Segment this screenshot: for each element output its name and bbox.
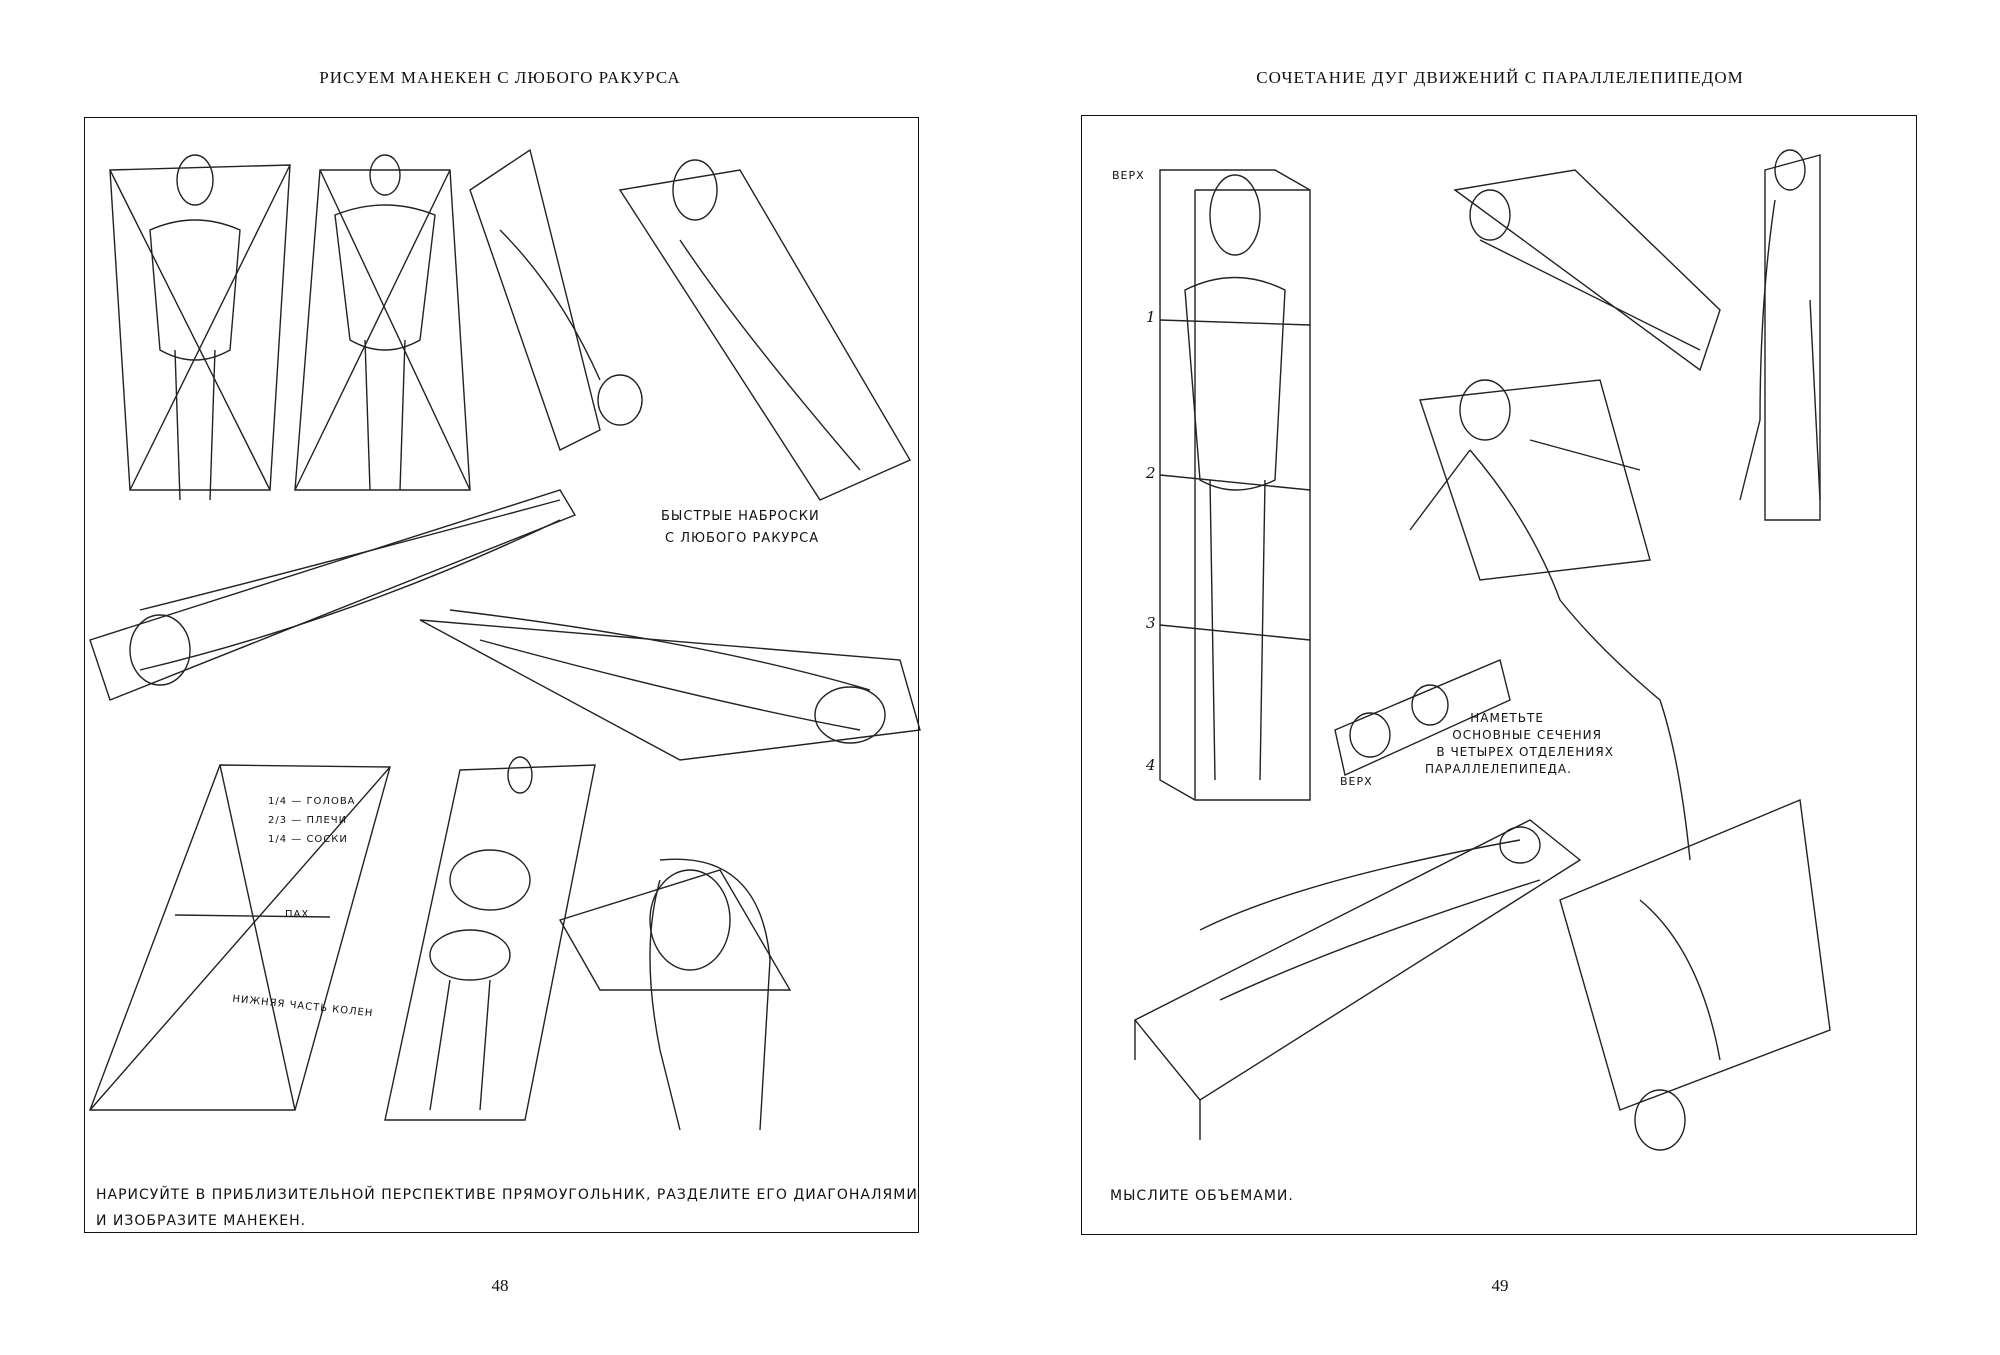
head-label: голова	[306, 796, 356, 807]
division-3: 3	[1146, 614, 1156, 632]
right-page-number: 49	[1491, 1276, 1509, 1295]
annotation-line: параллелепипеда.	[1425, 762, 1572, 776]
shoulders-label: плечи	[306, 815, 348, 826]
annotation-line: наметьте	[1470, 711, 1544, 725]
left-page-header: Рисуем манекен с любого ракурса	[319, 68, 681, 87]
top-label: верх	[1112, 169, 1145, 182]
right-illustration-frame	[1081, 115, 1917, 1235]
groin-label: пах	[285, 909, 310, 920]
fraction-label: 2/3	[268, 815, 288, 826]
annotation-line: основные сечения	[1452, 728, 1602, 742]
caption-line: и изобразите манекен.	[96, 1213, 307, 1229]
caption-line: нарисуйте в приблизительной перспективе …	[96, 1187, 918, 1203]
left-caption: нарисуйте в приблизительной перспективе …	[96, 1182, 918, 1234]
sections-annotation: наметьте основные сечения в четырех отде…	[1425, 710, 1614, 778]
proportion-labels: 1/4 — голова 2/3 — плечи 1/4 — соски	[268, 796, 356, 845]
quick-sketches-annotation: быстрые наброски с любого ракурса	[661, 506, 820, 550]
right-caption: мыслите объемами.	[1110, 1188, 1294, 1204]
box-top-label: верх	[1340, 775, 1373, 788]
annotation-line: быстрые наброски	[661, 509, 820, 524]
nipples-label: соски	[306, 834, 348, 845]
fraction-label: 1/4	[268, 796, 288, 807]
annotation-line: с любого ракурса	[665, 531, 820, 546]
division-2: 2	[1146, 464, 1156, 482]
left-page-number: 48	[491, 1276, 509, 1295]
left-illustration-frame	[84, 117, 919, 1233]
annotation-line: в четырех отделениях	[1436, 745, 1614, 759]
fraction-label: 1/4	[268, 834, 288, 845]
division-4: 4	[1146, 756, 1156, 774]
right-page-header: Сочетание дуг движений с параллелепипедо…	[1256, 68, 1744, 87]
division-1: 1	[1146, 308, 1156, 326]
